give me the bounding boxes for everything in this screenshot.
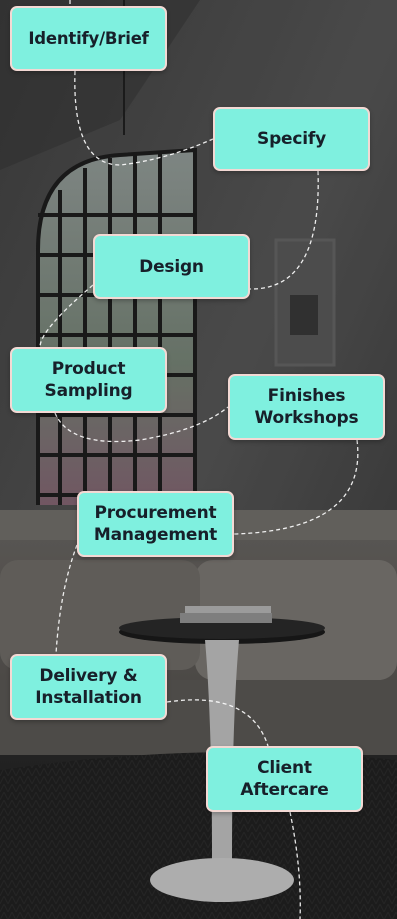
step-label: Product Sampling xyxy=(44,359,133,401)
step-delivery-installation[interactable]: Delivery & Installation xyxy=(10,654,167,720)
step-label: Design xyxy=(139,256,204,277)
step-label: Procurement Management xyxy=(93,503,218,545)
step-product-sampling[interactable]: Product Sampling xyxy=(10,347,167,413)
step-label: Identify/Brief xyxy=(28,28,149,48)
step-design[interactable]: Design xyxy=(93,234,250,299)
step-label: Finishes Workshops xyxy=(254,386,359,428)
step-client-aftercare[interactable]: Client Aftercare xyxy=(206,746,363,812)
step-label: Client Aftercare xyxy=(240,758,329,800)
step-specify[interactable]: Specify xyxy=(213,107,370,171)
step-procurement-management[interactable]: Procurement Management xyxy=(77,491,234,557)
step-label: Delivery & Installation xyxy=(35,666,142,708)
step-identify-brief[interactable]: Identify/Brief xyxy=(10,6,167,71)
step-label: Specify xyxy=(257,129,326,149)
round-side-table-icon xyxy=(119,606,325,902)
step-finishes-workshops[interactable]: Finishes Workshops xyxy=(228,374,385,440)
